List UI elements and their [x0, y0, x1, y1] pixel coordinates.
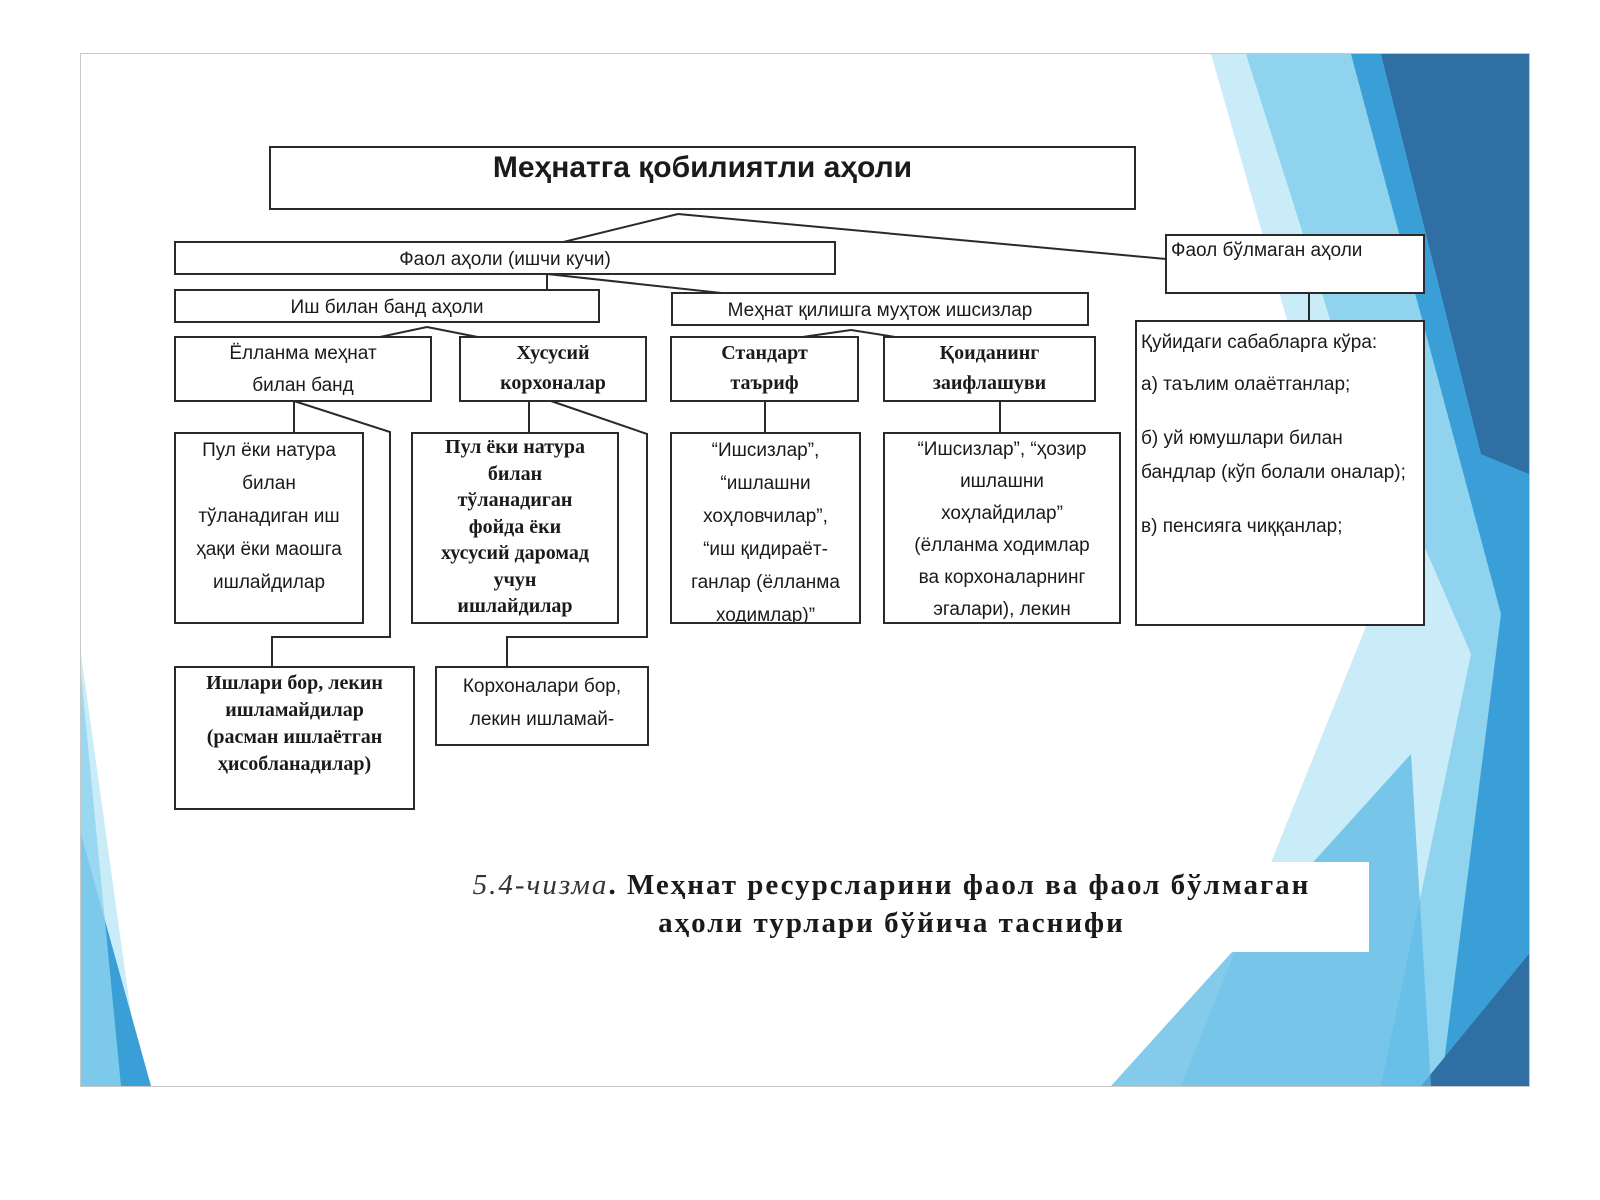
box-rule-relaxation: Қоиданинг заифлашуви	[883, 336, 1096, 402]
connector-title-inactive	[677, 213, 1167, 260]
box-hired-employment: Ёлланма меҳнат билан банд	[174, 336, 432, 402]
caption-line1: Меҳнат ресурсларини фаол ва фаол бўлмага…	[626, 869, 1311, 901]
bg-shape-dark-right	[1381, 54, 1529, 474]
bg-shape-dark-bottom	[1421, 954, 1529, 1086]
box-unemployed-relaxed: “Ишсизлар”, “ҳозир ишлашни хоҳлайдилар” …	[883, 432, 1121, 624]
box-inactive-reasons: Қуйидаги сабабларга кўра: а) таълим олаё…	[1135, 320, 1425, 626]
box-active-population: Фаол аҳоли (ишчи кучи)	[174, 241, 836, 275]
bg-shape-left-light	[81, 674, 121, 1086]
reason-b: б) уй юмушлари билан бандлар (кўп болали…	[1141, 428, 1406, 483]
caption-line2: аҳоли турлари бўйича таснифи	[658, 907, 1125, 939]
box-have-business-not-working: Корхоналари бор, лекин ишламай-	[435, 666, 649, 746]
box-unemployed-standard: “Ишсизлар”, “ишлашни хоҳловчилар”, “иш қ…	[670, 432, 861, 624]
box-paid-wages: Пул ёки натура билан тўланадиган иш ҳақи…	[174, 432, 364, 624]
reason-a: а) таълим олаётганлар;	[1141, 374, 1351, 395]
box-paid-profit: Пул ёки натура билан тўланадиган фойда ё…	[411, 432, 619, 624]
connector-hired-havejobs	[271, 400, 391, 666]
slide: Меҳнатга қобилиятли аҳоли Фаол аҳоли (иш…	[80, 53, 1530, 1087]
box-inactive-population: Фаол бўлмаган аҳоли	[1165, 234, 1425, 294]
box-have-jobs-not-working: Ишлари бор, лекин ишламайдилар (расман и…	[174, 666, 415, 810]
reasons-heading: Қуйидаги сабабларга кўра:	[1141, 332, 1378, 353]
box-able-population: Меҳнатга қобилиятли аҳоли	[269, 146, 1136, 210]
box-unemployed-needy: Меҳнат қилишга муҳтож ишсизлар	[671, 292, 1089, 326]
caption-number: 5.4-чизма	[472, 869, 609, 901]
box-private-enterprises: Хусусий корхоналар	[459, 336, 647, 402]
background-decoration	[81, 54, 1529, 1086]
reason-c: в) пенсияга чиққанлар;	[1141, 516, 1343, 537]
box-employed: Иш билан банд аҳоли	[174, 289, 600, 323]
connector-private-havebusiness	[506, 400, 648, 667]
figure-caption: 5.4-чизма. Меҳнат ресурсларини фаол ва ф…	[414, 862, 1369, 952]
connector-title-active	[546, 213, 679, 247]
box-standard-definition: Стандарт таъриф	[670, 336, 859, 402]
